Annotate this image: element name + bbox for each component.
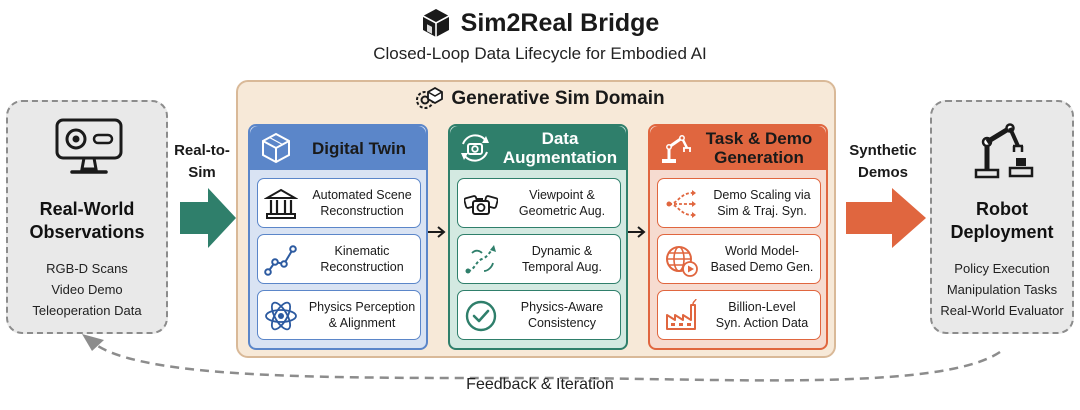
left-box-title: Real-World Observations <box>29 199 145 242</box>
atom-icon <box>265 301 297 331</box>
card-automated-scene: Automated Scene Reconstruction <box>257 178 421 228</box>
list-item: Video Demo <box>51 282 123 297</box>
real-to-sim-arrow <box>180 188 236 248</box>
list-item: Teleoperation Data <box>32 303 142 318</box>
card-viewpoint: Viewpoint & Geometric Aug. <box>457 178 621 228</box>
list-item: Real-World Evaluator <box>940 303 1064 318</box>
card-dynamic: Dynamic & Temporal Aug. <box>457 234 621 284</box>
card-demo-scaling: Demo Scaling via Sim & Traj. Syn. <box>657 178 821 228</box>
gear-cube-icon <box>416 86 444 109</box>
robot-arm-icon <box>974 123 1034 179</box>
card-world-model: World Model- Based Demo Gen. <box>657 234 821 284</box>
list-item: Policy Execution <box>954 261 1050 276</box>
domain-title: Generative Sim Domain <box>0 86 1080 112</box>
real-to-sim-label: Real-to- Sim <box>174 142 230 181</box>
digital-twin-header <box>250 126 426 170</box>
right-box-title: Robot Deployment <box>950 199 1054 242</box>
card-physics-aware: Physics-Aware Consistency <box>457 290 621 340</box>
left-box-items: RGB-D Scans Video Demo Teleoperation Dat… <box>8 258 166 321</box>
flow-arrow-1 <box>428 226 446 238</box>
card-kinematic: Kinematic Reconstruction <box>257 234 421 284</box>
data-augmentation-header <box>450 126 626 170</box>
card-physics-perception: Physics Perception & Alignment <box>257 290 421 340</box>
trajectory-icon <box>465 245 496 274</box>
kinematic-chain-icon <box>264 245 297 276</box>
real-world-observations-box: Real-World Observations RGB-D Scans Vide… <box>6 100 168 334</box>
globe-play-icon <box>666 246 698 277</box>
rotate-camera-icon <box>461 134 489 162</box>
task-demo-generation-header <box>650 126 826 170</box>
factory-icon <box>666 299 697 330</box>
data-augmentation-column: Data Augmentation Viewpoint & Geometric … <box>448 124 628 350</box>
flow-arrow-2 <box>628 226 646 238</box>
header: Sim2Real Bridge <box>0 6 1080 40</box>
page-subtitle: Closed-Loop Data Lifecycle for Embodied … <box>373 44 707 63</box>
robot-arm-small-icon <box>662 135 691 163</box>
page-title: Sim2Real Bridge <box>460 8 660 37</box>
museum-icon <box>264 188 298 219</box>
multi-camera-icon <box>464 195 498 215</box>
list-item: Manipulation Tasks <box>946 282 1058 297</box>
digital-twin-title: Digital Twin <box>311 139 407 158</box>
cube-logo-icon <box>422 9 450 37</box>
synthetic-demos-arrow <box>846 188 926 248</box>
card-billion-level: Billion-Level Syn. Action Data <box>657 290 821 340</box>
right-box-items: Policy Execution Manipulation Tasks Real… <box>932 258 1072 321</box>
task-demo-generation-column: Task & Demo Generation Demo Scaling via … <box>648 124 828 350</box>
data-augmentation-title: Data Augmentation <box>502 129 618 167</box>
cube-wireframe-icon <box>262 132 290 164</box>
task-demo-generation-title: Task & Demo Generation <box>705 129 813 167</box>
camera-device-icon <box>55 118 123 174</box>
digital-twin-column: Digital Twin Automated Scene Reconstruct… <box>248 124 428 350</box>
branching-arrows-icon <box>666 190 696 218</box>
feedback-label: Feedback & Iteration <box>466 376 614 393</box>
list-item: RGB-D Scans <box>46 261 128 276</box>
check-circle-icon <box>465 300 497 332</box>
synthetic-demos-label: Synthetic Demos <box>849 142 917 181</box>
robot-deployment-box: Robot Deployment Policy Execution Manipu… <box>930 100 1074 334</box>
